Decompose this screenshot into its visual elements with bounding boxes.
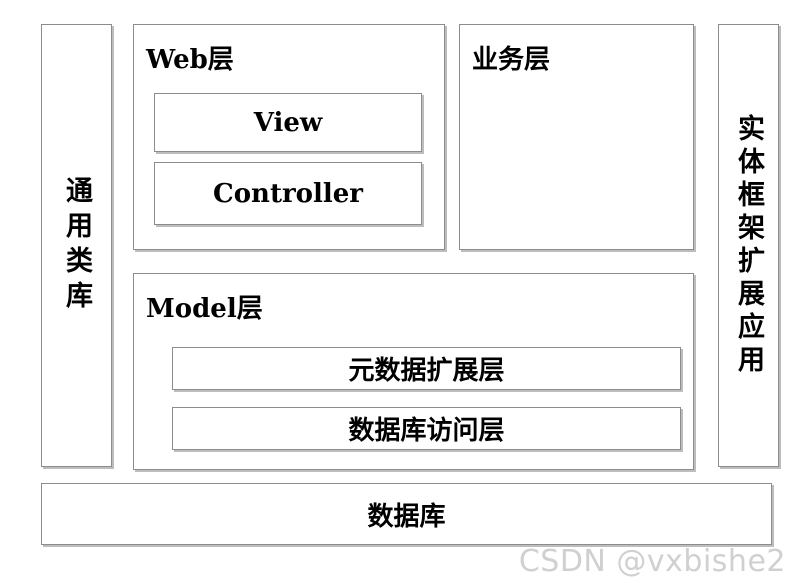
database-access-layer-label: 数据库访问层 xyxy=(348,416,505,446)
common-library-panel: 通用类库 xyxy=(41,24,112,467)
metadata-extension-layer-box: 元数据扩展层 xyxy=(172,347,681,390)
database-panel: 数据库 xyxy=(41,483,772,545)
model-layer-panel: Model层 元数据扩展层 数据库访问层 xyxy=(133,273,694,470)
entity-framework-extension-panel: 实体框架扩展应用 xyxy=(718,24,779,467)
web-layer-panel: Web层 View Controller xyxy=(133,24,445,250)
watermark: CSDN @vxbishe2 xyxy=(518,544,786,579)
view-label: View xyxy=(253,107,323,138)
business-layer-title: 业务层 xyxy=(472,45,551,75)
metadata-extension-layer-label: 元数据扩展层 xyxy=(348,356,505,386)
entity-framework-extension-label: 实体框架扩展应用 xyxy=(733,113,764,378)
database-access-layer-box: 数据库访问层 xyxy=(172,407,681,450)
model-layer-title: Model层 xyxy=(146,294,263,324)
database-label: 数据库 xyxy=(367,501,446,532)
controller-box: Controller xyxy=(154,162,422,225)
controller-label: Controller xyxy=(213,178,363,209)
business-layer-panel: 业务层 xyxy=(459,24,694,250)
common-library-label: 通用类库 xyxy=(61,175,92,316)
web-layer-title: Web层 xyxy=(146,45,234,75)
view-box: View xyxy=(154,93,422,152)
